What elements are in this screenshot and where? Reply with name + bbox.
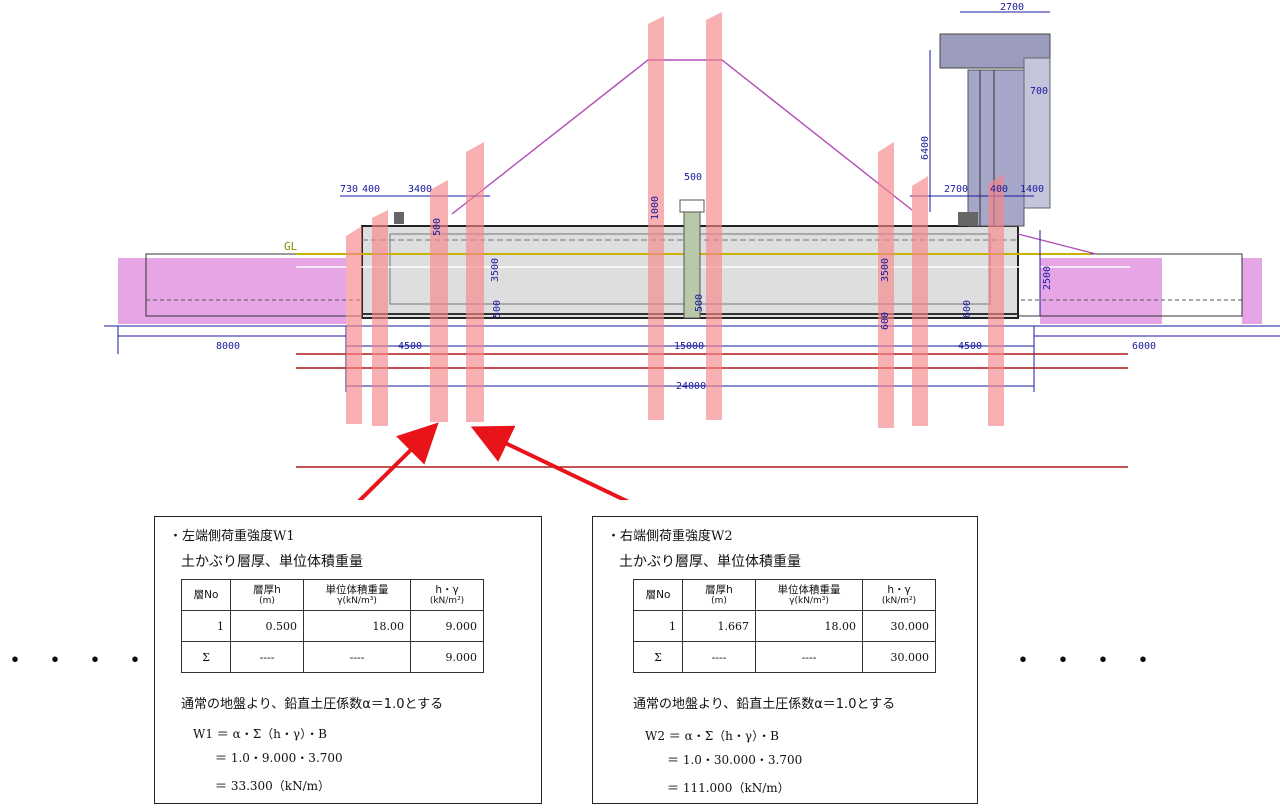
dim-center-bottom: 15000 bbox=[674, 341, 704, 352]
arrow-right bbox=[470, 425, 630, 500]
dim-right-top-a: 2700 bbox=[944, 184, 968, 195]
dim-center-top: 500 bbox=[684, 172, 702, 183]
dim-right-v2: 600 bbox=[880, 312, 891, 330]
left-panel-title: ・左端側荷重強度W1 bbox=[169, 529, 295, 544]
arrow-left bbox=[357, 422, 439, 500]
load-line bbox=[451, 59, 913, 215]
soil-right-edge bbox=[1242, 258, 1262, 324]
section-bands bbox=[346, 12, 1004, 428]
dim-right-v4: 2500 bbox=[1042, 266, 1053, 290]
dim-right-outer: 6000 bbox=[1132, 341, 1156, 352]
left-panel-subtitle: 土かぶり層厚、単位体積重量 bbox=[181, 554, 363, 570]
dimension-lines bbox=[104, 11, 1280, 392]
left-load-panel: ・左端側荷重強度W1 土かぶり層厚、単位体積重量 層No 層厚h(m) 単位体積… bbox=[154, 516, 542, 804]
dim-right-top-c: 1400 bbox=[1020, 184, 1044, 195]
dim-overall: 24000 bbox=[676, 381, 706, 392]
left-formula-3: ＝ 33.300（kN/m） bbox=[215, 779, 330, 793]
table-sum-row: Σ ---- ---- 9.000 bbox=[181, 641, 484, 673]
right-panel-title: ・右端側荷重強度W2 bbox=[607, 529, 733, 544]
dim-left-v1: 500 bbox=[432, 218, 443, 236]
col-hg: h・γ(kN/m²) bbox=[862, 579, 936, 611]
dim-left-top-a: 730 bbox=[340, 184, 358, 195]
dim-right-top-b: 400 bbox=[990, 184, 1008, 195]
dim-center-v1: 1000 bbox=[650, 196, 661, 220]
dim-left-v3: 500 bbox=[492, 300, 503, 318]
dim-left-v2: 3500 bbox=[490, 258, 501, 282]
dim-right-v1: 3500 bbox=[880, 258, 891, 282]
table-row: 1 1.667 18.00 30.000 bbox=[633, 610, 936, 642]
dim-right-bottom: 4500 bbox=[958, 341, 982, 352]
ellipsis-left: ・・・・ bbox=[2, 646, 163, 676]
soil-right bbox=[1040, 258, 1162, 324]
col-hg: h・γ(kN/m²) bbox=[410, 579, 484, 611]
table-row: 1 0.500 18.00 9.000 bbox=[181, 610, 484, 642]
col-thick: 層厚h(m) bbox=[230, 579, 304, 611]
dim-left-top-b: 400 bbox=[362, 184, 380, 195]
col-no: 層No bbox=[633, 579, 683, 611]
left-panel-note: 通常の地盤より、鉛直土圧係数α＝1.0とする bbox=[181, 697, 444, 712]
right-panel-subtitle: 土かぶり層厚、単位体積重量 bbox=[619, 554, 801, 570]
col-no: 層No bbox=[181, 579, 231, 611]
dim-left-outer: 8000 bbox=[216, 341, 240, 352]
right-formula-1: W2 ＝ α・Σ（h・γ）・B bbox=[645, 729, 779, 743]
dim-crane-height: 6400 bbox=[920, 136, 931, 160]
structure-drawing: GL 730 400 3400 500 3500 500 4500 8000 1… bbox=[104, 2, 1280, 500]
right-formula-2: ＝ 1.0・30.000・3.700 bbox=[667, 753, 803, 767]
left-formula-1: W1 ＝ α・Σ（h・γ）・B bbox=[193, 727, 327, 741]
right-load-panel: ・右端側荷重強度W2 土かぶり層厚、単位体積重量 層No 層厚h(m) 単位体積… bbox=[592, 516, 978, 804]
table-sum-row: Σ ---- ---- 30.000 bbox=[633, 641, 936, 673]
dim-crane-side: 700 bbox=[1030, 86, 1048, 97]
left-formula-2: ＝ 1.0・9.000・3.700 bbox=[215, 751, 343, 765]
dim-center-v2: 500 bbox=[694, 294, 705, 312]
right-panel-note: 通常の地盤より、鉛直土圧係数α＝1.0とする bbox=[633, 697, 896, 712]
ellipsis-right: ・・・・ bbox=[1010, 646, 1171, 676]
soil-left bbox=[118, 258, 346, 324]
dim-crane-top: 2700 bbox=[1000, 2, 1024, 13]
dim-left-bottom: 4500 bbox=[398, 341, 422, 352]
dim-left-top-c: 3400 bbox=[408, 184, 432, 195]
right-formula-3: ＝ 111.000（kN/m） bbox=[667, 781, 790, 795]
col-thick: 層厚h(m) bbox=[682, 579, 756, 611]
dim-right-v3: 600 bbox=[962, 300, 973, 318]
gl-label: GL bbox=[284, 240, 298, 253]
